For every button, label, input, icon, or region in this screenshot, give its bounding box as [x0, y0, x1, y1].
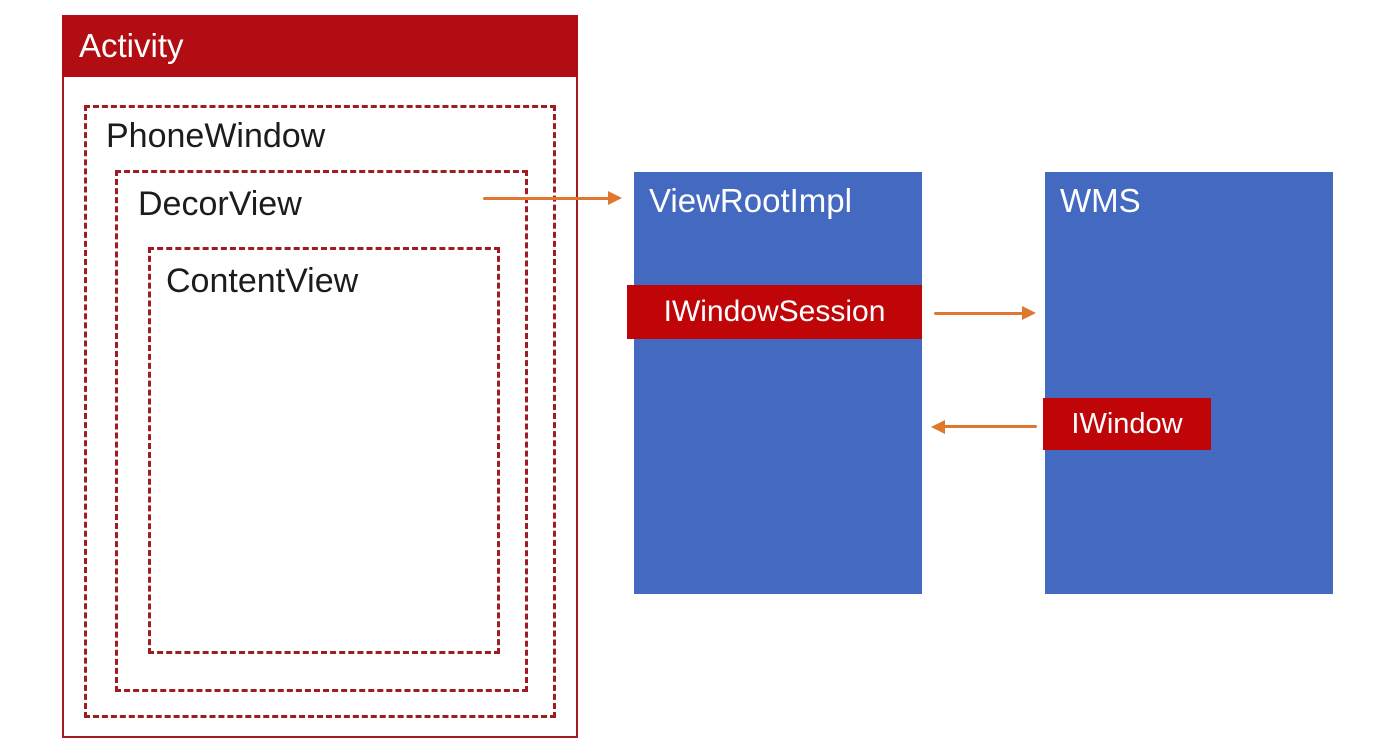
arrow-line	[934, 312, 1024, 315]
arrow-line	[483, 197, 609, 200]
iwindow-band: IWindow	[1043, 398, 1211, 450]
phonewindow-box: PhoneWindow DecorView ContentView	[84, 105, 556, 718]
wms-title: WMS	[1060, 182, 1141, 219]
phonewindow-label: PhoneWindow	[106, 117, 326, 155]
decorview-label: DecorView	[138, 185, 302, 223]
activity-title: Activity	[62, 15, 578, 77]
viewrootimpl-title: ViewRootImpl	[649, 182, 852, 219]
iwindowsession-band: IWindowSession	[627, 285, 922, 339]
arrow-line	[944, 425, 1037, 428]
arrow-head-right-icon	[608, 191, 622, 205]
arrow-head-left-icon	[931, 420, 945, 434]
contentview-box: ContentView	[148, 247, 500, 654]
decorview-box: DecorView ContentView	[115, 170, 528, 692]
arrow-head-right-icon	[1022, 306, 1036, 320]
contentview-label: ContentView	[166, 262, 359, 300]
wms-box: WMS IWindow	[1043, 172, 1333, 594]
viewrootimpl-box: ViewRootImpl IWindowSession	[627, 172, 922, 594]
activity-box: Activity PhoneWindow DecorView ContentVi…	[62, 15, 578, 738]
